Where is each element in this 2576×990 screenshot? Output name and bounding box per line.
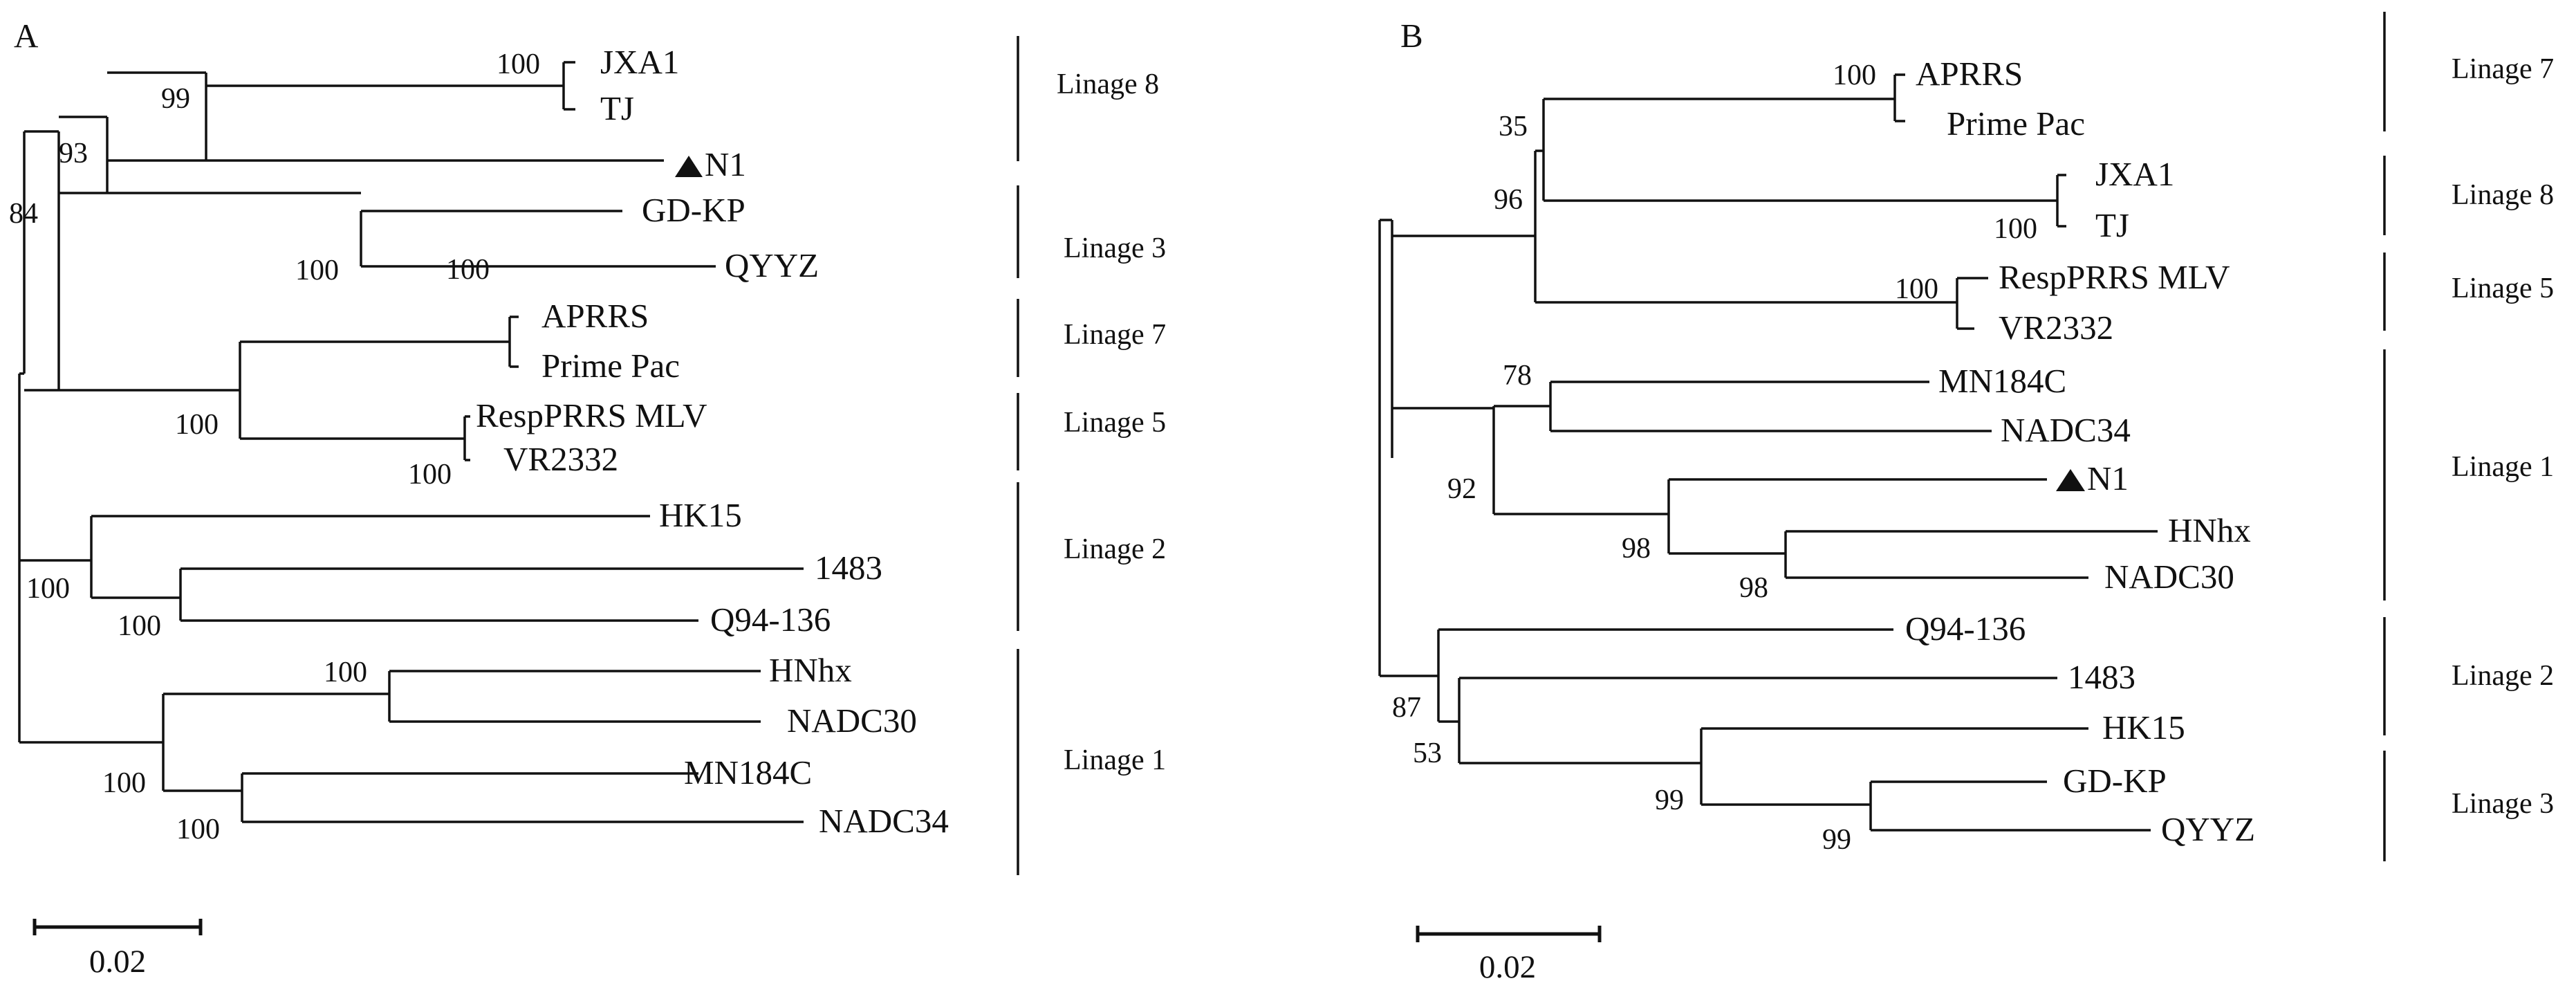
bootstrap-value: 96: [1494, 184, 1523, 216]
scale-label: 0.02: [89, 944, 146, 980]
bootstrap-value: 100: [176, 814, 220, 845]
lineage-label: Linage 7: [2452, 53, 2554, 85]
bootstrap-value: 100: [1833, 59, 1876, 91]
leaf-label: MN184C: [1938, 362, 2066, 400]
leaf-label: NADC34: [2001, 411, 2131, 449]
bootstrap-value: 99: [1822, 824, 1851, 856]
lineage-label: Linage 5: [2452, 273, 2554, 304]
lineage-label: Linage 3: [1064, 232, 1166, 264]
leaf-label: NADC30: [787, 702, 917, 740]
leaf-label: TJ: [2095, 206, 2129, 244]
bootstrap-value: 98: [1739, 572, 1768, 604]
panel-a-letter: A: [14, 17, 39, 55]
bootstrap-value: 100: [295, 255, 339, 286]
leaf-label: Prime Pac: [1947, 104, 2085, 143]
triangle-icon: [675, 156, 703, 177]
bootstrap-value: 100: [102, 767, 146, 799]
triangle-icon: [2056, 469, 2085, 491]
leaf-label: NADC34: [819, 802, 949, 840]
bootstrap-value: 100: [1895, 273, 1938, 305]
bootstrap-value: 100: [26, 573, 70, 605]
bootstrap-value: 98: [1622, 533, 1651, 565]
leaf-label: HNhx: [769, 651, 852, 689]
leaf-label: Q94-136: [710, 601, 831, 639]
leaf-label: JXA1: [2095, 155, 2174, 193]
leaf-label: NADC30: [2104, 558, 2234, 596]
leaf-label: HK15: [659, 496, 742, 534]
bootstrap-value: 35: [1499, 111, 1528, 143]
panel-b: B: [1378, 12, 2554, 985]
panel-b-letter: B: [1400, 17, 1423, 55]
panel-a: A: [9, 17, 1166, 980]
leaf-label: MN184C: [684, 753, 812, 791]
leaf-label: JXA1: [600, 43, 679, 81]
leaf-label-highlight: N1: [2087, 459, 2129, 497]
panel-b-scale-bar: 0.02: [1416, 926, 1602, 985]
bootstrap-value: 78: [1503, 360, 1532, 392]
leaf-label-highlight: N1: [705, 145, 746, 183]
leaf-label: HNhx: [2168, 511, 2251, 549]
scale-label: 0.02: [1479, 949, 1536, 985]
lineage-label: Linage 3: [2452, 788, 2554, 820]
leaf-label: RespPRRS MLV: [1999, 258, 2230, 296]
panel-a-tree: [18, 61, 804, 823]
leaf-label: APRRS: [541, 297, 649, 335]
bootstrap-value: 53: [1413, 737, 1442, 769]
panel-a-scale-bar: 0.02: [33, 919, 203, 980]
bootstrap-value: 100: [324, 657, 367, 688]
bootstrap-value: 100: [446, 254, 490, 286]
bootstrap-value: 87: [1392, 692, 1421, 724]
bootstrap-value: 84: [9, 198, 38, 230]
bootstrap-value: 100: [118, 610, 161, 642]
leaf-label: VR2332: [503, 440, 618, 478]
bootstrap-value: 100: [175, 409, 219, 441]
leaf-label: GD-KP: [2063, 762, 2167, 800]
lineage-label: Linage 1: [1064, 744, 1166, 776]
leaf-label: VR2332: [1999, 309, 2113, 347]
bootstrap-value: 99: [161, 83, 190, 115]
leaf-label: RespPRRS MLV: [476, 396, 707, 434]
leaf-label: Prime Pac: [541, 347, 680, 385]
lineage-label: Linage 2: [1064, 533, 1166, 565]
leaf-label: APRRS: [1916, 55, 2023, 93]
lineage-label: Linage 8: [2452, 179, 2554, 211]
bootstrap-value: 100: [497, 48, 540, 80]
lineage-label: Linage 2: [2452, 660, 2554, 692]
leaf-label: QYYZ: [2161, 810, 2255, 848]
lineage-label: Linage 8: [1057, 68, 1159, 100]
leaf-label: QYYZ: [725, 246, 819, 284]
panel-b-tree: [1378, 73, 2158, 832]
leaf-label: Q94-136: [1905, 609, 2026, 648]
leaf-label: GD-KP: [642, 191, 745, 229]
bootstrap-value: 99: [1655, 785, 1684, 816]
leaf-label: 1483: [2068, 658, 2135, 696]
bootstrap-value: 92: [1447, 473, 1476, 505]
bootstrap-value: 93: [59, 138, 88, 169]
bootstrap-value: 100: [1994, 213, 2037, 245]
leaf-label: HK15: [2102, 708, 2185, 746]
leaf-label: 1483: [815, 549, 882, 587]
lineage-label: Linage 5: [1064, 407, 1166, 439]
lineage-label: Linage 7: [1064, 319, 1166, 351]
bootstrap-value: 100: [408, 459, 452, 491]
leaf-label: TJ: [600, 89, 634, 127]
lineage-label: Linage 1: [2452, 451, 2554, 483]
